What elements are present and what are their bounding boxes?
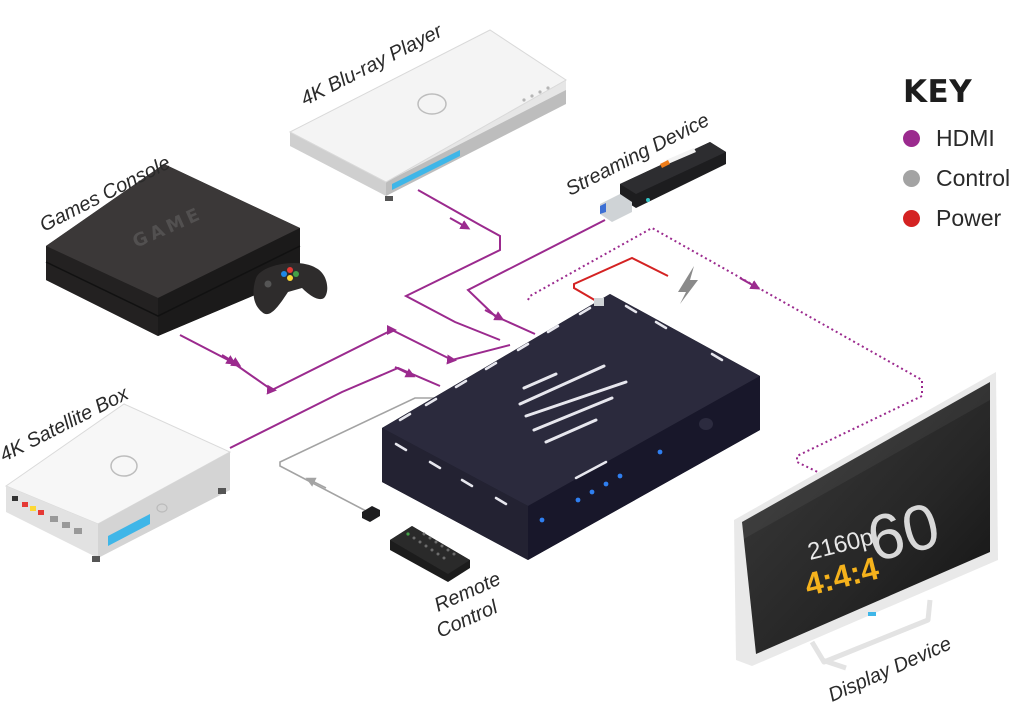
satellite-ports [12, 496, 82, 534]
hdmi-cable-output [527, 226, 923, 479]
ir-receiver [362, 506, 380, 522]
screen-framerate: 60 [860, 489, 946, 576]
hdmi-cable-games [179, 325, 511, 395]
hdmi-dot-icon [903, 129, 920, 147]
satellite-power-button[interactable] [110, 455, 138, 477]
lightning-bolt-icon [678, 266, 698, 304]
hdmi-arrow-games [221, 354, 242, 367]
display-screen [742, 382, 990, 654]
legend-label: Power [936, 204, 1002, 231]
display-device[interactable]: 2160p 4:4:4 60 [734, 372, 998, 671]
power-cable [573, 256, 669, 303]
switch-ir-sensor [699, 418, 713, 430]
legend: KEY HDMI Control Power [903, 74, 1021, 238]
bluray-player[interactable] [288, 29, 567, 201]
switch-top-graphic [518, 364, 628, 444]
hdmi-switch[interactable] [382, 294, 760, 560]
satellite-display [108, 514, 150, 546]
hdmi-arrow-output [739, 277, 761, 290]
switch-leds [539, 449, 663, 523]
streaming-device[interactable] [600, 142, 726, 222]
control-dot-icon [903, 169, 920, 187]
legend-item-control: Control [903, 158, 1021, 198]
satellite-box[interactable] [4, 403, 232, 562]
bluray-disc-slot [392, 150, 460, 190]
legend-item-hdmi: HDMI [903, 118, 1021, 158]
gamepad-icon [253, 263, 328, 315]
legend-item-power: Power [903, 198, 1021, 238]
streaming-usb-plug [600, 194, 632, 222]
legend-label: HDMI [936, 124, 995, 151]
hdmi-cable-bluray [403, 189, 501, 341]
cables [179, 189, 923, 513]
remote-control[interactable] [390, 526, 470, 582]
hdmi-arrow-bluray [449, 217, 471, 230]
hdmi-cable-satellite [229, 366, 441, 449]
bluray-power-button[interactable] [417, 93, 447, 115]
games-console[interactable]: GAME [45, 164, 301, 336]
legend-label: Control [936, 164, 1011, 191]
power-dot-icon [903, 209, 920, 227]
hdmi-arrow-satellite [394, 366, 416, 378]
hdmi-arrow-streaming [484, 309, 505, 321]
display-stand [809, 599, 933, 671]
control-arrow [305, 477, 327, 489]
hdmi-cable-streaming [466, 219, 606, 335]
legend-title: KEY [903, 74, 973, 110]
